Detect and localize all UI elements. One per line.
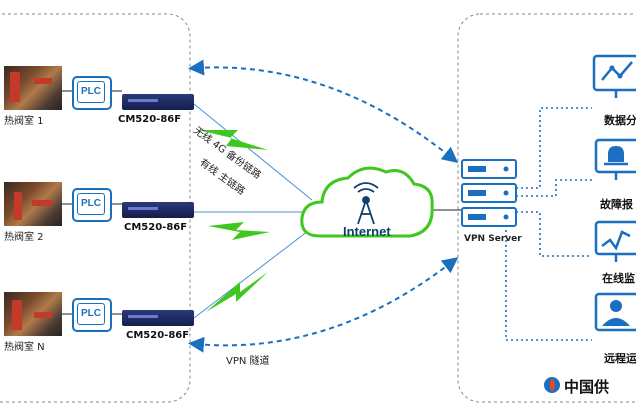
router-model-1: CM520-86F: [118, 114, 182, 125]
chart-monitor-icon: [592, 54, 636, 98]
valve-room-photo-n: [4, 292, 62, 336]
plc-2: PLC: [72, 188, 112, 222]
vpn-tunnel-label: VPN 隧道: [226, 356, 270, 367]
site-label-2: 热阀室 2: [4, 232, 44, 243]
service-label-data: 数据分: [604, 114, 636, 127]
user-monitor-icon: [594, 292, 636, 332]
plc-label: PLC: [77, 193, 105, 215]
trend-monitor-icon: [594, 220, 636, 262]
vpn-server-label: VPN Server: [464, 234, 522, 244]
wired-link-3: [193, 227, 313, 319]
router-2: [122, 202, 194, 218]
service-label-monitor: 在线监: [602, 272, 635, 285]
wired-link-1: [193, 103, 313, 201]
router-n: [122, 310, 194, 326]
valve-room-photo-2: [4, 182, 62, 226]
server-group-box: [457, 13, 636, 403]
brand-label: 中国供: [564, 378, 610, 396]
valve-room-photo-1: [4, 66, 62, 110]
wireless-bolt-2: [208, 222, 270, 240]
brand-logo-icon: [544, 377, 560, 393]
site-label-n: 热阀室 N: [4, 342, 45, 353]
service-label-alarm: 故障报: [600, 198, 633, 211]
service-label-remote: 远程运: [604, 352, 636, 365]
vpn-server-icon: [461, 159, 517, 227]
plc-1: PLC: [72, 76, 112, 110]
vpn-tunnel-top: [188, 59, 459, 164]
antenna-icon: [353, 182, 379, 225]
router-model-2: CM520-86F: [124, 222, 188, 233]
internet-label: Internet: [343, 224, 391, 239]
site-label-1: 热阀室 1: [4, 116, 44, 127]
plc-n: PLC: [72, 298, 112, 332]
router-1: [122, 94, 194, 110]
alarm-monitor-icon: [594, 138, 636, 180]
wireless-bolt-1: [198, 130, 268, 150]
vpn-tunnel-bottom: [188, 257, 459, 353]
plc-label: PLC: [77, 81, 105, 103]
router-model-n: CM520-86F: [126, 330, 190, 341]
wireless-bolt-3: [206, 272, 268, 312]
plc-label: PLC: [77, 303, 105, 325]
